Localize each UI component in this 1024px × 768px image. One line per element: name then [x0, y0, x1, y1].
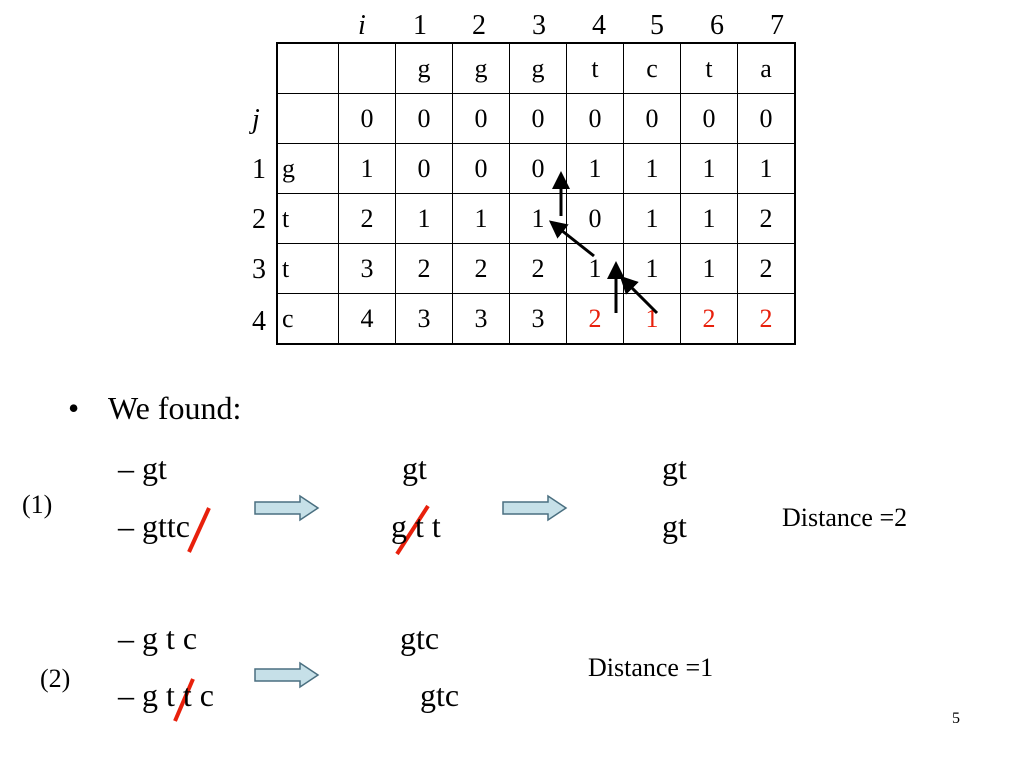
case2-line2-prefix: – g: [118, 677, 158, 713]
case1-line2-mid-left: g: [391, 508, 407, 544]
table-row: g g g t c t a: [276, 42, 796, 94]
col-index-2: 2: [472, 10, 486, 41]
col-index-1: 1: [413, 10, 427, 41]
case2-label: (2): [40, 664, 71, 693]
row-index-1: 1: [252, 154, 266, 185]
bullet-marker: •: [68, 390, 80, 426]
strike-mark: [395, 504, 430, 556]
table-cell: 0: [737, 93, 796, 144]
row-index-3: 3: [252, 254, 266, 285]
table-cell: 1: [338, 143, 396, 194]
strike-mark: [187, 507, 211, 553]
table-cell: 1: [737, 143, 796, 194]
table-cell: 3: [395, 293, 453, 345]
case2-line1-mid: gtc: [400, 620, 440, 656]
table-cell: 2: [395, 243, 453, 294]
case2-line2-rest: t c: [182, 677, 214, 713]
table-cell: 3: [509, 293, 567, 345]
table-cell-highlighted: 1: [623, 293, 681, 345]
case1-line2-struck: c: [175, 508, 190, 544]
table-cell: 3: [452, 293, 510, 345]
table-cell: 0: [566, 193, 624, 244]
table-cell: 0: [680, 93, 738, 144]
table-cell: 1: [452, 193, 510, 244]
case1-line2-prefix: – gtt: [118, 508, 176, 544]
row-header-label: j: [252, 104, 260, 135]
table-cell: a: [737, 42, 796, 94]
table-cell: g: [452, 42, 510, 94]
col-index-3: 3: [532, 10, 546, 41]
row-index-4: 4: [252, 306, 266, 337]
table-cell-highlighted: 2: [566, 293, 624, 345]
table-cell: 1: [680, 243, 738, 294]
table-cell: 1: [623, 193, 681, 244]
case1-line2-mid: g t t: [391, 508, 441, 545]
table-cell: 0: [452, 143, 510, 194]
table-cell: c: [276, 293, 339, 345]
case2-line2-right: gtc: [420, 677, 460, 713]
col-index-7: 7: [770, 10, 784, 41]
page-number: 5: [952, 710, 960, 727]
table-cell: 2: [737, 243, 796, 294]
table-cell: 0: [395, 143, 453, 194]
table-cell: 0: [452, 93, 510, 144]
transform-arrow: [254, 494, 320, 522]
case2-distance: Distance =1: [588, 653, 714, 682]
case1-line2-mid-struck: t: [415, 508, 424, 544]
case1-line1-right: gt: [662, 450, 687, 486]
table-cell: 1: [680, 143, 738, 194]
case1-label: (1): [22, 490, 53, 519]
table-row: t 3 2 2 2 1 1 1 2: [276, 243, 796, 294]
col-index-6: 6: [710, 10, 724, 41]
case2-line2-left: – g t t c: [118, 677, 214, 714]
case2-line1-left: – g t c: [118, 620, 198, 656]
col-index-5: 5: [650, 10, 664, 41]
table-cell: g: [509, 42, 567, 94]
table-cell: g: [276, 143, 339, 194]
case1-line2-left: – gttc: [118, 508, 190, 545]
found-title: We found:: [108, 390, 242, 426]
backtrace-arrow-diagonal: [548, 220, 595, 258]
table-cell: t: [276, 243, 339, 294]
table-cell-highlighted: 2: [737, 293, 796, 345]
table-cell-highlighted: 2: [680, 293, 738, 345]
case1-distance: Distance =2: [782, 503, 908, 532]
table-cell: 2: [452, 243, 510, 294]
table-cell: g: [395, 42, 453, 94]
edit-distance-table: g g g t c t a 0 0 0 0 0 0 0 0 g 1 0 0 0 …: [276, 42, 796, 345]
case1-line2-right: gt: [662, 508, 687, 544]
case1-line1-mid: gt: [402, 450, 427, 486]
table-row: t 2 1 1 1 0 1 1 2: [276, 193, 796, 244]
transform-arrow: [502, 494, 568, 522]
row-index-2: 2: [252, 204, 266, 235]
table-cell: 1: [395, 193, 453, 244]
table-cell: 0: [338, 93, 396, 144]
table-row: g 1 0 0 0 1 1 1 1: [276, 143, 796, 194]
strike-mark: [173, 678, 195, 722]
table-cell: t: [680, 42, 738, 94]
col-index-4: 4: [592, 10, 606, 41]
table-cell: 3: [338, 243, 396, 294]
case1-line2-mid-right: t: [431, 508, 441, 544]
transform-arrow: [254, 661, 320, 689]
table-cell: 4: [338, 293, 396, 345]
case1-line1-left: – gt: [118, 450, 167, 486]
table-row: c 4 3 3 3 2 1 2 2: [276, 293, 796, 345]
backtrace-arrow-diagonal: [619, 275, 659, 315]
table-cell: 2: [737, 193, 796, 244]
col-header-label: i: [358, 10, 366, 41]
table-cell: [338, 42, 396, 94]
case2-line2-struck: t: [166, 677, 175, 713]
